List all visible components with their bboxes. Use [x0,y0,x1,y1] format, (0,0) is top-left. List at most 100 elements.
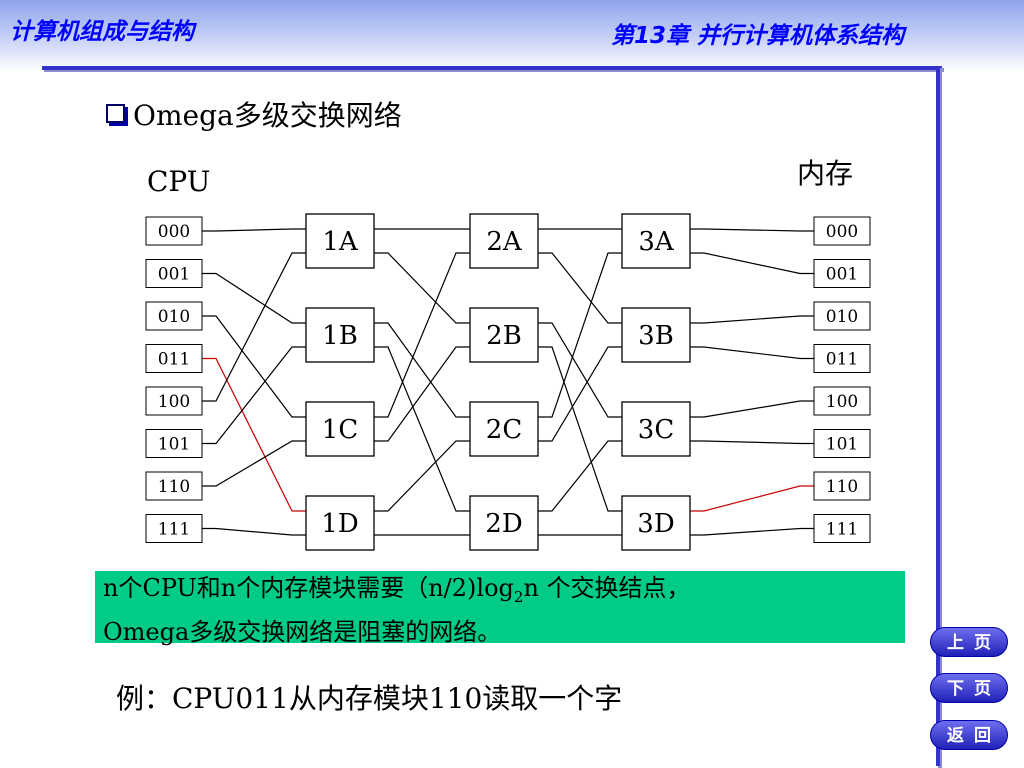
example-text: 例：CPU011从内存模块110读取一个字 [116,682,623,715]
switch-2B-label: 2B [486,321,522,351]
wire-stage2-5 [538,346,622,442]
switch-3D: 3D [621,495,691,551]
switch-1B: 1B [305,307,375,363]
cpu-module-011-label: 011 [158,350,190,370]
cpu-module-010: 010 [145,301,203,331]
wire-mem-011 [690,346,814,360]
switch-3A-box [621,213,691,269]
memory-module-010: 010 [813,301,871,331]
wire-cpu-001 [202,272,306,324]
note-line-1: n个CPU和n个内存模块需要（n/2)log2n 个交换结点， [103,571,905,615]
memory-label: 内存 [797,157,854,190]
cpu-module-100-label: 100 [158,392,190,412]
cpu-module-101-box [145,429,203,458]
wire-stage1-2 [374,322,470,418]
switch-1B-label: 1B [322,321,358,351]
slide-heading: Omega多级交换网络 [106,94,402,134]
wire-stage2-6 [538,440,622,512]
wire-stage2-4 [538,252,622,418]
memory-module-011-label: 011 [826,350,858,370]
switch-2A-label: 2A [486,227,523,257]
switch-3B-box [621,307,691,363]
wire-mem-101 [690,440,814,445]
memory-module-110-label: 110 [826,477,858,497]
switch-1B-box [305,307,375,363]
back-button[interactable]: 返回 [930,720,1008,750]
switch-1C-box [305,401,375,457]
wire-cpu-101 [202,346,306,445]
wire-cpu-000 [202,228,306,232]
wire-stage1-6 [374,440,470,512]
cpu-module-110-label: 110 [158,477,190,497]
switch-1D: 1D [305,495,375,551]
cpu-module-011: 011 [145,344,203,373]
switch-2C-label: 2C [486,415,522,445]
course-title: 计算机组成与结构 [10,19,194,45]
wire-mem-001 [690,252,814,275]
note-line-1-pre: n个CPU和n个内存模块需要（n/2)log [103,574,514,602]
memory-module-101-box [813,429,871,458]
wire-stage1-4 [374,252,470,418]
slide-heading-text: Omega多级交换网络 [133,99,402,132]
cpu-module-000-label: 000 [158,222,190,242]
switch-3B: 3B [621,307,691,363]
wire-mem-000 [690,228,814,232]
cpu-module-101: 101 [145,429,203,458]
memory-module-000-label: 000 [826,222,858,242]
cpu-module-100: 100 [145,386,203,416]
wire-stage2-2 [538,322,622,418]
switch-1D-box [305,495,375,551]
switch-1D-label: 1D [321,509,358,539]
switch-2D: 2D [469,495,539,551]
memory-module-011: 011 [813,344,871,373]
network-wires [202,228,814,536]
next-page-button[interactable]: 下页 [930,673,1008,703]
cpu-module-000: 000 [145,216,203,246]
switch-2C: 2C [469,401,539,457]
cpu-module-010-box [145,301,203,331]
switch-2D-label: 2D [485,509,522,539]
switch-2C-box [469,401,539,457]
wire-cpu-110 [202,440,306,487]
cpu-module-111: 111 [145,514,203,543]
wire-stage1-5 [374,346,470,442]
memory-module-010-label: 010 [826,307,858,327]
switch-1A-label: 1A [322,227,359,257]
cpu-module-001: 001 [145,259,203,288]
switch-1C-label: 1C [322,415,358,445]
memory-module-110: 110 [813,471,871,501]
switch-2A: 2A [469,213,539,269]
wire-cpu-011 [202,357,306,512]
note-line-1-sub: 2 [513,587,524,606]
cpu-module-001-label: 001 [158,265,190,285]
memory-module-111: 111 [813,514,871,543]
memory-module-101-label: 101 [826,435,858,455]
memory-module-001-label: 001 [826,265,858,285]
memory-module-111-label: 111 [826,520,858,540]
prev-page-button[interactable]: 上页 [930,627,1008,657]
switch-1A-box [305,213,375,269]
switch-3D-label: 3D [637,509,674,539]
cpu-module-001-box [145,259,203,288]
memory-module-110-box [813,471,871,501]
memory-module-001: 001 [813,259,871,288]
wire-stage2-3 [538,346,622,512]
cpu-label: CPU [147,165,211,198]
wire-stage1-3 [374,346,470,512]
cpu-module-111-box [145,514,203,543]
wire-stage1-1 [374,252,470,324]
switch-3C-label: 3C [638,415,674,445]
cpu-module-010-label: 010 [158,307,190,327]
wire-mem-010 [690,315,814,324]
chapter-title: 第13章 并行计算机体系结构 [610,23,904,49]
switch-2B-box [469,307,539,363]
switch-3B-label: 3B [638,321,674,351]
memory-module-111-box [813,514,871,543]
frame-top-border [42,66,942,70]
memory-module-101: 101 [813,429,871,458]
memory-module-000-box [813,216,871,246]
memory-module-100-label: 100 [826,392,858,412]
wire-cpu-100 [202,252,306,402]
cpu-module-110: 110 [145,471,203,501]
